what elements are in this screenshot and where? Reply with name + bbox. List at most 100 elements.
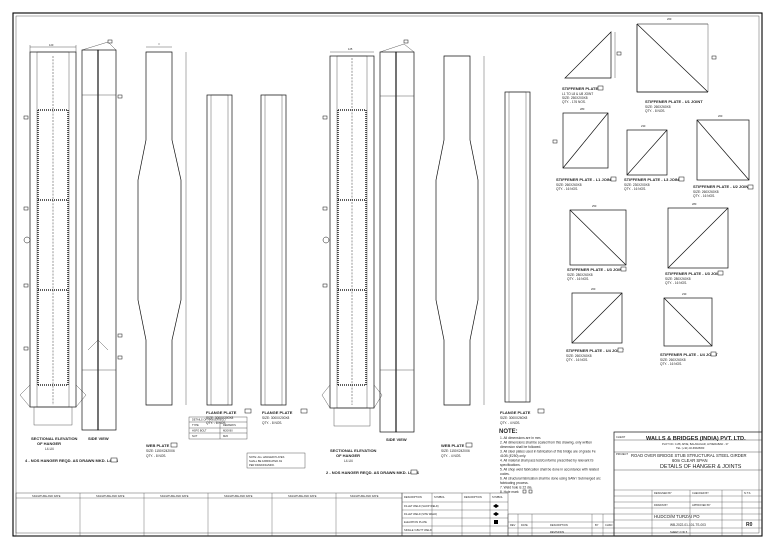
stiffener-1-size: SIZE: 250X200X8 (562, 96, 588, 100)
note-line: 2. All dimensions shall be scaled from t… (500, 441, 592, 445)
note-line: fabricating process. (500, 481, 529, 485)
web-plate-2-size: SIZE: 1150X2420X6 (441, 449, 470, 453)
stiffener-9-name: STIFFENER PLATE - U4 JOINT (660, 352, 718, 357)
stiffener-3-name: STIFFENER PLATE - L1 JOINT (556, 177, 614, 182)
bolt-table-title: DETAILS OF HANGER BOLT (192, 418, 226, 422)
bolt-table-cell: M20 (223, 434, 229, 438)
stiffener-7-name: STIFFENER PLATE - U3 JOINT (665, 271, 723, 276)
bolt-table-head-2: REMARKS (223, 423, 236, 427)
flange-plate-2-name: FLANGE PLATE (262, 410, 293, 415)
stiffener-3-size: SIZE: 260X260X8 (556, 183, 582, 187)
sectional-elevation-1-l2: OF HANGER (37, 441, 61, 446)
small-note-line: NOTE: ALL HANGER PLATES (249, 455, 285, 459)
revision-head: DESCRIPTION (550, 523, 568, 527)
signature-label: SIGNATURE AND DATE (160, 494, 189, 498)
revision-head: DATE (521, 523, 528, 527)
small-note-box: NOTE: ALL HANGER PLATES SHALL BE FABRICA… (246, 452, 306, 469)
stiffener-6-shape (569, 209, 627, 266)
hanger-1-title: 4 - NOS HANGER REQD. AS DRAWN MKD. L4-U4 (25, 458, 119, 463)
side-view-2-label: SIDE VIEW (386, 437, 407, 442)
stiffener-7-dim: 280 (692, 202, 697, 206)
revision-head: BY (595, 523, 599, 527)
scale-value: N.T.S. (744, 491, 751, 495)
signature-label: SIGNATURE AND DATE (96, 494, 125, 498)
note-line: 8. Hole mark (500, 490, 519, 494)
flange-plate-2-qty: QTY. - 8 NOS. (262, 421, 282, 425)
web-plate-1-qty: QTY. - 8 NOS. (146, 454, 166, 458)
stiffener-3-qty: QTY. - 16 NOS. (556, 187, 578, 191)
bottom-connection (33, 406, 73, 426)
web-plate-2-name: WEB PLATE (441, 443, 465, 448)
sectional-elevation-2-l3: L4-U4 (344, 459, 353, 463)
hanger-group-2-labels: SECTIONAL ELEVATION OF HANGER L4-U4 SIDE… (326, 408, 545, 475)
flange-plate-5-qty: QTY. - 4 NOS. (500, 421, 520, 425)
bolt-table-cell: M20X60 (223, 429, 233, 433)
stiffener-4-name: STIFFENER PLATE - L3 JOINT (624, 177, 682, 182)
top-dimension-2: 125 (348, 47, 353, 51)
side-view-2-outline (379, 51, 397, 433)
stiffener-plates: STIFFENER PLATE L1 TO L8 & U8 JOINT SIZE… (552, 17, 754, 366)
company-address: PLOT NO. C-88, APIIE, BALANAGAR, HYDERAB… (662, 442, 729, 446)
web-plate-2-qty: QTY. - 4 NOS. (441, 454, 461, 458)
hanger-group-2: 125 (321, 39, 531, 433)
flange-plate-1-qty: QTY. - 8 NOS. (206, 421, 226, 425)
small-note-line: SHALL BE FABRICATED AS (249, 459, 282, 463)
note-line: codes. (500, 472, 510, 476)
flange-plate-2-shape (260, 94, 287, 406)
project-name: ROAD OVER BRIDGE STUB STRUCTURAL STEEL G… (631, 453, 747, 458)
stiffener-6-name: STIFFENER PLATE - U3 JOINT (567, 267, 625, 272)
company-tel: TEL: (+91) 40-66628363 (676, 446, 705, 450)
company-name: WALLS & BRIDGES (INDIA) PVT. LTD. (646, 436, 746, 442)
side-view-1-label: SIDE VIEW (88, 436, 109, 441)
stiffener-2-qty: QTY. - 8 NOS. (645, 109, 665, 113)
bolt-table-head-1: TYPE (192, 423, 199, 427)
stiffener-6-qty: QTY. - 16 NOS. (567, 277, 589, 281)
stiffener-9-qty: QTY. - 16 NOS. (660, 362, 682, 366)
stiffener-3-shape (562, 112, 609, 169)
inner-border (15, 15, 760, 534)
weld-symbol-icon (493, 504, 499, 508)
stiffener-4-qty: QTY. - 16 NOS. (624, 187, 646, 191)
designed-by-label: DESIGNED BY (654, 491, 672, 495)
note-line: 410B (E250) only. (500, 454, 526, 458)
legend-head: SYMBOL (492, 495, 503, 499)
stiffener-7-qty: QTY. - 16 NOS. (665, 281, 687, 285)
flange-plate-1-size: SIZE: 3000X200X8 (206, 416, 234, 420)
web-plate-1-shape (137, 51, 182, 406)
stiffener-9-shape (663, 297, 713, 347)
stiffener-1-qty: QTY. - 176 NOS. (562, 100, 586, 104)
signature-label: SIGNATURE AND DATE (32, 494, 61, 498)
signature-label: SIGNATURE AND DATE (288, 494, 317, 498)
legend-head: DESCRIPTION (464, 495, 482, 499)
note-line: specifications. (500, 463, 521, 467)
legend-row: FILLET WELD (SHOP WELD) (404, 504, 439, 508)
revision-title: REVISIONS (550, 530, 564, 534)
stiffener-2-name: STIFFENER PLATE - U1 JOINT (645, 99, 703, 104)
stiffener-1-name: STIFFENER PLATE (562, 86, 598, 91)
notes-block: NOTE: 1. All dimensions are in mm. 2. Al… (499, 429, 601, 494)
sectional-elevation-2-l1: SECTIONAL ELEVATION (330, 448, 377, 453)
stiffener-9-dim: 230 (682, 292, 687, 296)
project-label: PROJECT (616, 452, 629, 456)
sectional-elevation-2-l2: OF HANGER (336, 453, 360, 458)
bolt-table: DETAILS OF HANGER BOLT TYPE REMARKS HSFG… (188, 416, 248, 440)
stiffener-1-line: L1 TO L8 & U8 JOINT (562, 92, 593, 96)
legend-table: DESCRIPTION SYMBOL DESCRIPTION SYMBOL FI… (401, 492, 509, 537)
sectional-elevation-1-l1: SECTIONAL ELEVATION (31, 436, 78, 441)
note-line: 1. All dimensions are in mm. (500, 436, 541, 440)
flange-plate-2-size: SIZE: 3000X200X8 (262, 416, 290, 420)
stiffener-4-shape (626, 129, 668, 176)
flange-plate-1-name: FLANGE PLATE (206, 410, 237, 415)
note-line: 5. All shop weld fabrication shall be do… (500, 468, 599, 472)
signature-row: SIGNATURE AND DATE SIGNATURE AND DATE SI… (15, 492, 403, 537)
stiffener-8-qty: QTY. - 16 NOS. (566, 358, 588, 362)
note-line: 6. All structural fabrication shall be d… (500, 477, 601, 481)
stiffener-5-shape (696, 119, 750, 181)
legend-head: SYMBOL (434, 495, 445, 499)
stiffener-7-size: SIZE: 280X260X8 (665, 277, 691, 281)
stiffener-5-size: SIZE: 260X260X8 (693, 190, 719, 194)
revision-head: CHKD (605, 523, 612, 527)
project-span: 60m CLEAR SPAN (672, 458, 708, 463)
note-line: dimension shall be followed. (500, 445, 541, 449)
signature-label: SIGNATURE AND DATE (350, 494, 379, 498)
